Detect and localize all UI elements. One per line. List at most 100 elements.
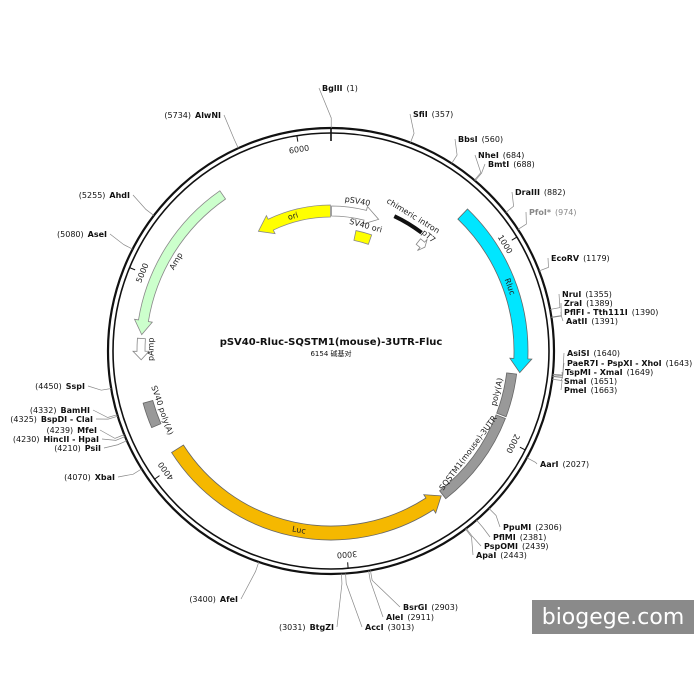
feature-sv40-ori[interactable] (353, 230, 373, 245)
restriction-site-draiii[interactable]: DraIII (882) (515, 188, 565, 197)
site-position: (1391) (591, 317, 618, 326)
restriction-site-nrui[interactable]: NruI (1355) (562, 290, 612, 299)
tick-mark (129, 267, 136, 271)
site-position: (1651) (590, 377, 617, 386)
tick-mark (296, 135, 299, 142)
feature-chimeric-intron[interactable] (393, 214, 423, 235)
restriction-site-xbai[interactable]: (4070)XbaI (64, 473, 115, 482)
site-position: (2306) (535, 523, 562, 532)
restriction-site-aari[interactable]: AarI(2027) (540, 460, 589, 469)
site-name: PmeI (564, 386, 587, 395)
site-connector (474, 163, 486, 182)
site-name: BtgZI (310, 623, 334, 632)
site-connector (92, 409, 118, 418)
restriction-site-pfoi[interactable]: PfoI*(974) (529, 208, 577, 217)
restriction-site-tspmi-xmai[interactable]: TspMI - XmaI(1649) (565, 368, 653, 377)
feature-sqstm1-mouse-3utr[interactable] (439, 414, 506, 500)
restriction-site-pflfi-tth111i[interactable]: PflFI - Tth111I(1390) (564, 308, 658, 317)
site-connector (318, 87, 332, 129)
restriction-site-afei[interactable]: (3400) AfeI (189, 595, 238, 604)
restriction-site-asei[interactable]: (5080)AseI (57, 230, 107, 239)
site-connector (552, 378, 563, 391)
site-position: (974) (555, 208, 577, 217)
restriction-site-smai[interactable]: SmaI(1651) (564, 377, 617, 386)
site-name: BmtI (488, 160, 509, 169)
site-position: (2903) (431, 603, 458, 612)
feature-ori[interactable] (257, 204, 331, 235)
site-name: PsiI (85, 444, 101, 453)
restriction-site-ecorv[interactable]: EcoRV(1179) (551, 254, 610, 263)
site-position: (3400) (189, 595, 216, 604)
restriction-site-pspomi[interactable]: PspOMI(2439) (484, 542, 549, 551)
site-name: AfeI (220, 595, 238, 604)
restriction-site-aatii[interactable]: AatII(1391) (566, 317, 618, 326)
site-name: AsiSI (567, 349, 589, 358)
site-connector (109, 233, 133, 250)
restriction-site-asisi[interactable]: AsiSI (1640) (567, 349, 620, 358)
feature-poly-a[interactable] (496, 372, 518, 418)
feature-pamp[interactable] (132, 337, 150, 361)
site-connector (95, 415, 118, 420)
restriction-site-ahdi[interactable]: (5255)AhdI (79, 191, 130, 200)
site-name: DraIII (515, 188, 540, 197)
restriction-site-mfei[interactable]: (4239)MfeI (47, 426, 97, 435)
restriction-site-acci[interactable]: AccI(3013) (365, 623, 414, 632)
feature-label-luc: Luc (291, 525, 306, 536)
site-name: XbaI (95, 473, 115, 482)
tick-label: 4000 (156, 460, 175, 482)
site-connector (101, 436, 126, 441)
site-name: AhdI (109, 191, 130, 200)
site-position: (1640) (593, 349, 620, 358)
restriction-site-apai[interactable]: ApaI(2443) (476, 551, 527, 560)
tick-label: 5000 (134, 262, 150, 284)
site-position: (5255) (79, 191, 106, 200)
restriction-site-sfii[interactable]: SfiI(357) (413, 110, 453, 119)
site-position: (1179) (583, 254, 610, 263)
restriction-site-btgzi[interactable]: (3031)BtgZI (279, 623, 334, 632)
restriction-site-zrai[interactable]: ZraI(1389) (564, 299, 613, 308)
feature-pt7[interactable] (415, 238, 428, 251)
feature-sv40-poly-a[interactable] (142, 400, 162, 429)
feature-amp[interactable] (133, 190, 227, 336)
restriction-site-psii[interactable]: (4210)PsiI (54, 444, 101, 453)
restriction-site-bmti[interactable]: BmtI (688) (488, 160, 535, 169)
restriction-site-sspi[interactable]: (4450)SspI (35, 382, 85, 391)
restriction-site-ppumi[interactable]: PpuMI(2306) (503, 523, 562, 532)
site-name: TspMI - XmaI (565, 368, 623, 377)
feature-luc[interactable] (171, 444, 442, 541)
restriction-site-hincii-hpai[interactable]: (4230)HincII - HpaI (13, 435, 99, 444)
restriction-site-bspdi-clai[interactable]: (4325)BspDI - ClaI (10, 415, 93, 424)
site-position: (1) (347, 84, 358, 93)
feature-label-sqstm1-mouse-3utr: SQSTM1(mouse)-3UTR (438, 414, 500, 492)
site-position: (5080) (57, 230, 84, 239)
site-position: (4325) (10, 415, 37, 424)
site-name: BamHI (60, 406, 90, 415)
site-name: NheI (478, 151, 499, 160)
feature-psv40[interactable] (331, 205, 380, 225)
site-position: (688) (513, 160, 535, 169)
restriction-site-bbsi[interactable]: BbsI(560) (458, 135, 503, 144)
site-connector (526, 457, 538, 465)
site-name: PflMI (493, 533, 516, 542)
restriction-site-nhei[interactable]: NheI(684) (478, 151, 524, 160)
tick-label: 3000 (337, 549, 358, 560)
site-connector (476, 519, 491, 538)
restriction-site-bsrgi[interactable]: BsrGI(2903) (403, 603, 458, 612)
site-name: NruI (562, 290, 581, 299)
restriction-site-paer7i-pspxi-xhoi[interactable]: PaeR7I - PspXI - XhoI(1643) (567, 359, 692, 368)
restriction-site-bglii[interactable]: BglII(1) (322, 84, 358, 93)
site-position: (2911) (407, 613, 434, 622)
site-connector (488, 508, 501, 528)
site-position: (4230) (13, 435, 40, 444)
restriction-site-alwni[interactable]: (5734)AlwNI (164, 111, 221, 120)
restriction-site-alei[interactable]: AleI(2911) (386, 613, 434, 622)
site-position: (882) (544, 188, 566, 197)
restriction-site-bamhi[interactable]: (4332)BamHI (30, 406, 90, 415)
site-position: (2443) (500, 551, 527, 560)
site-position: (1355) (585, 290, 612, 299)
site-name: PspOMI (484, 542, 518, 551)
restriction-site-pflmi[interactable]: PflMI(2381) (493, 533, 546, 542)
feature-rluc[interactable] (457, 208, 533, 374)
restriction-site-pmei[interactable]: PmeI(1663) (564, 386, 617, 395)
